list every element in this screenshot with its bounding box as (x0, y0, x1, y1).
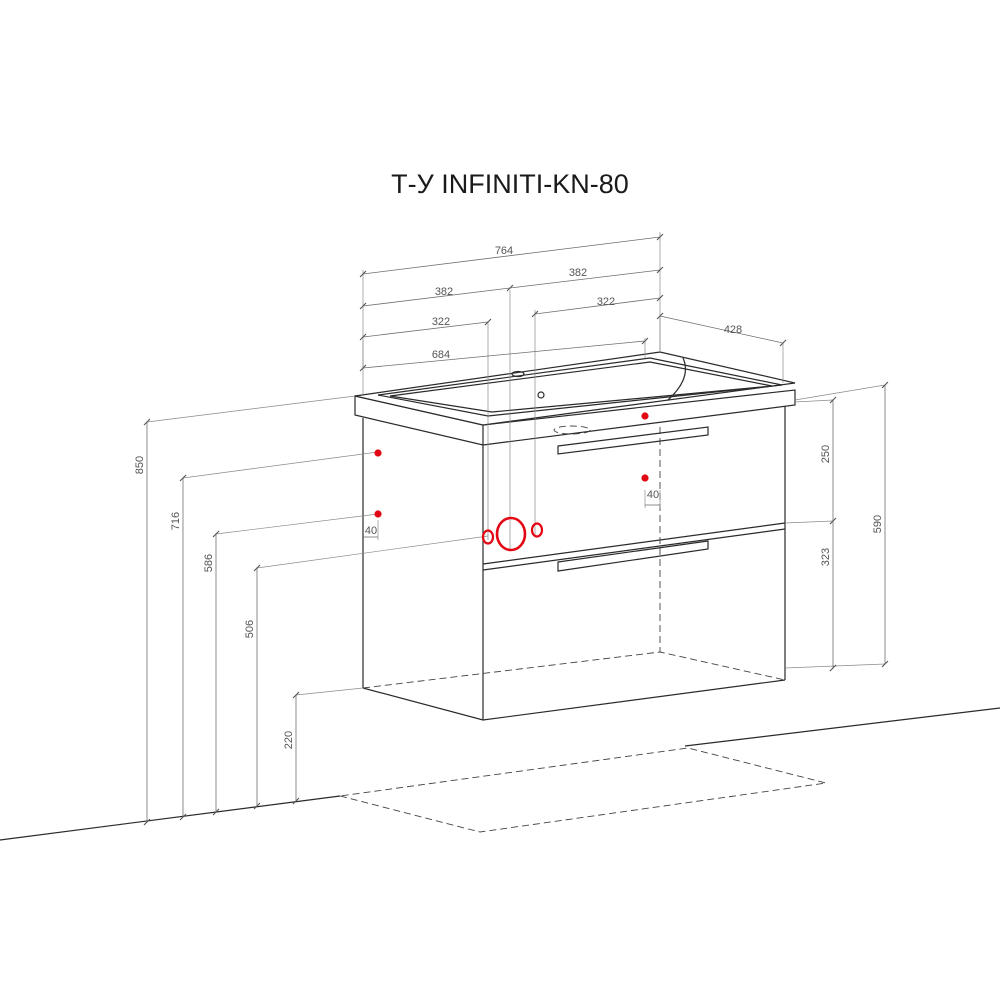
dim-684: 684 (432, 349, 450, 361)
floor-lines (0, 707, 1000, 841)
dim-382-right: 382 (569, 267, 587, 279)
water-inlet-left (481, 529, 495, 545)
dim-220: 220 (283, 731, 295, 749)
dim-250: 250 (820, 445, 832, 463)
connection-points (374, 412, 649, 552)
connection-point (641, 474, 649, 482)
dimension-labels: 764 382 382 322 322 684 428 850 716 586 … (134, 245, 884, 749)
dim-382-left: 382 (435, 286, 453, 298)
dim-850: 850 (134, 456, 146, 474)
dim-322-right: 322 (597, 296, 615, 308)
bottom-drawer-handle (557, 540, 709, 572)
dim-322-left: 322 (432, 316, 450, 328)
connection-point (374, 449, 382, 457)
extension-lines (146, 232, 886, 696)
cabinet (354, 351, 796, 721)
dim-716: 716 (170, 512, 182, 530)
drain-outlet (495, 516, 527, 552)
basin (377, 357, 783, 417)
dim-590: 590 (872, 515, 884, 533)
top-drawer-handle (557, 426, 709, 455)
connection-point (374, 510, 382, 518)
dim-40-left: 40 (365, 525, 377, 537)
overflow-slot (553, 425, 591, 435)
dim-323: 323 (820, 548, 832, 566)
cabinet-bottom-edge (362, 679, 786, 721)
drawer-divider (482, 522, 786, 565)
drain (537, 391, 545, 399)
connection-point (641, 412, 649, 420)
faucet-hole (511, 370, 525, 378)
dimension-lines (143, 233, 889, 826)
floor-footprint (339, 747, 827, 833)
dim-586: 586 (203, 554, 215, 572)
dim-428: 428 (724, 324, 742, 336)
dim-40-right: 40 (647, 489, 659, 501)
water-inlet-right (530, 522, 544, 538)
drawing-title: Т-У INFINITI-KN-80 (391, 169, 629, 199)
dim-764: 764 (495, 245, 513, 257)
dim-506: 506 (244, 620, 256, 638)
